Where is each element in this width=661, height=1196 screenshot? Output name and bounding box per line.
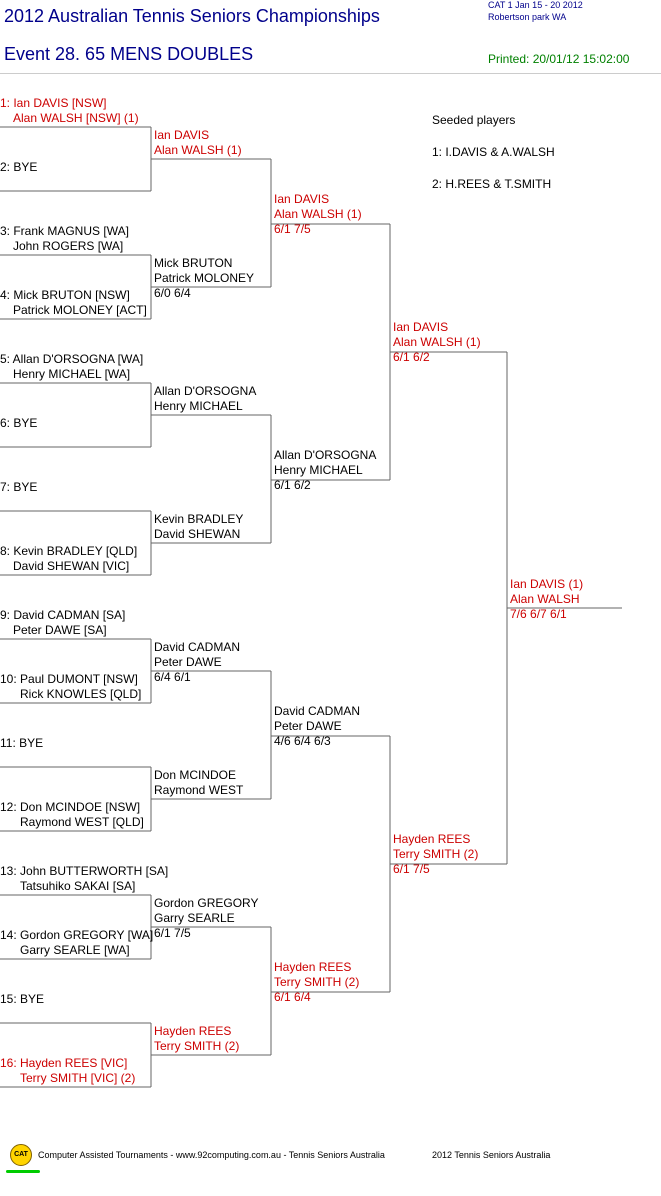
round1-partner-9: Peter DAWE [SA] [13, 623, 107, 637]
cat-logo: CAT [10, 1144, 32, 1166]
round1-entry-2: 2: BYE [0, 160, 38, 174]
round1-partner-1: Alan WALSH [NSW] (1) [13, 111, 139, 125]
round1-entry-4: 4: Mick BRUTON [NSW] [0, 288, 130, 302]
seed-1: 1: I.DAVIS & A.WALSH [432, 145, 555, 159]
round1-entry-8: 8: Kevin BRADLEY [QLD] [0, 544, 138, 558]
round1-entry-13: 13: John BUTTERWORTH [SA] [0, 864, 169, 878]
round2-name-a-6: Don MCINDOE [154, 768, 237, 782]
round1-entry-14: 14: Gordon GREGORY [WA] [0, 928, 154, 942]
round1-entry-1: 1: Ian DAVIS [NSW] [0, 96, 107, 110]
round2-name-b-5: Peter DAWE [154, 655, 222, 669]
semi-name-b-2: Terry SMITH (2) [393, 847, 479, 861]
round1-partner-16: Terry SMITH [VIC] (2) [20, 1071, 136, 1085]
round1-partner-12: Raymond WEST [QLD] [20, 815, 144, 829]
round2-name-b-1: Alan WALSH (1) [154, 143, 242, 157]
printed-timestamp: Printed: 20/01/12 15:02:00 [488, 52, 630, 66]
footer-copyright: 2012 Tennis Seniors Australia [432, 1150, 551, 1160]
semi-name-a-1: Ian DAVIS [393, 320, 449, 334]
round1-partner-8: David SHEWAN [VIC] [13, 559, 130, 573]
round1-partner-14: Garry SEARLE [WA] [20, 943, 130, 957]
round1-entry-9: 9: David CADMAN [SA] [0, 608, 126, 622]
round1-entry-7: 7: BYE [0, 480, 38, 494]
round2-name-b-2: Patrick MOLONEY [154, 271, 255, 285]
round3-name-b-4: Terry SMITH (2) [274, 975, 360, 989]
footer-credit: Computer Assisted Tournaments - www.92co… [38, 1150, 385, 1160]
round2-name-a-2: Mick BRUTON [154, 256, 233, 270]
round3-score-4: 6/1 6/4 [274, 990, 311, 1004]
seeded-heading: Seeded players [432, 113, 516, 127]
semi-name-b-1: Alan WALSH (1) [393, 335, 481, 349]
round1-entry-6: 6: BYE [0, 416, 38, 430]
winner-name-b: Alan WALSH [510, 592, 580, 606]
round1-partner-10: Rick KNOWLES [QLD] [20, 687, 142, 701]
seed-2: 2: H.REES & T.SMITH [432, 177, 552, 191]
round3-name-b-2: Henry MICHAEL [274, 463, 363, 477]
category-dates: CAT 1 Jan 15 - 20 2012 [488, 0, 583, 10]
semi-score-1: 6/1 6/2 [393, 350, 430, 364]
round3-score-3: 4/6 6/4 6/3 [274, 734, 331, 748]
logo-underline [6, 1170, 40, 1173]
final-score: 7/6 6/7 6/1 [510, 607, 567, 621]
round3-score-2: 6/1 6/2 [274, 478, 311, 492]
round2-name-a-8: Hayden REES [154, 1024, 232, 1038]
round1-entry-3: 3: Frank MAGNUS [WA] [0, 224, 129, 238]
round1-partner-13: Tatsuhiko SAKAI [SA] [20, 879, 136, 893]
round2-name-b-3: Henry MICHAEL [154, 399, 243, 413]
round2-name-a-3: Allan D'ORSOGNA [154, 384, 257, 398]
header-divider [0, 73, 661, 74]
round3-name-a-3: David CADMAN [274, 704, 361, 718]
round1-entry-12: 12: Don MCINDOE [NSW] [0, 800, 141, 814]
semi-name-a-2: Hayden REES [393, 832, 471, 846]
page-title: 2012 Australian Tennis Seniors Champions… [4, 6, 380, 26]
round1-partner-4: Patrick MOLONEY [ACT] [13, 303, 147, 317]
round2-name-a-5: David CADMAN [154, 640, 241, 654]
round2-name-b-4: David SHEWAN [154, 527, 241, 541]
round1-entry-10: 10: Paul DUMONT [NSW] [0, 672, 138, 686]
round3-name-b-1: Alan WALSH (1) [274, 207, 362, 221]
round1-entry-16: 16: Hayden REES [VIC] [0, 1056, 128, 1070]
round3-name-b-3: Peter DAWE [274, 719, 342, 733]
round2-name-a-7: Gordon GREGORY [154, 896, 259, 910]
round1-entry-5: 5: Allan D'ORSOGNA [WA] [0, 352, 144, 366]
round2-score-7: 6/1 7/5 [154, 926, 191, 940]
round3-name-a-4: Hayden REES [274, 960, 352, 974]
round2-name-a-1: Ian DAVIS [154, 128, 210, 142]
round2-name-b-8: Terry SMITH (2) [154, 1039, 240, 1053]
round3-name-a-2: Allan D'ORSOGNA [274, 448, 377, 462]
round2-name-a-4: Kevin BRADLEY [154, 512, 244, 526]
round1-partner-5: Henry MICHAEL [WA] [13, 367, 131, 381]
round1-partner-3: John ROGERS [WA] [13, 239, 124, 253]
round3-name-a-1: Ian DAVIS [274, 192, 330, 206]
round2-score-2: 6/0 6/4 [154, 286, 191, 300]
round1-entry-11: 11: BYE [0, 736, 44, 750]
venue: Robertson park WA [488, 12, 567, 22]
round3-score-1: 6/1 7/5 [274, 222, 311, 236]
round2-score-5: 6/4 6/1 [154, 670, 191, 684]
winner-name-a: Ian DAVIS (1) [510, 577, 584, 591]
semi-score-2: 6/1 7/5 [393, 862, 430, 876]
round2-name-b-6: Raymond WEST [154, 783, 244, 797]
event-title: Event 28. 65 MENS DOUBLES [4, 44, 254, 64]
round1-entry-15: 15: BYE [0, 992, 45, 1006]
round2-name-b-7: Garry SEARLE [154, 911, 235, 925]
